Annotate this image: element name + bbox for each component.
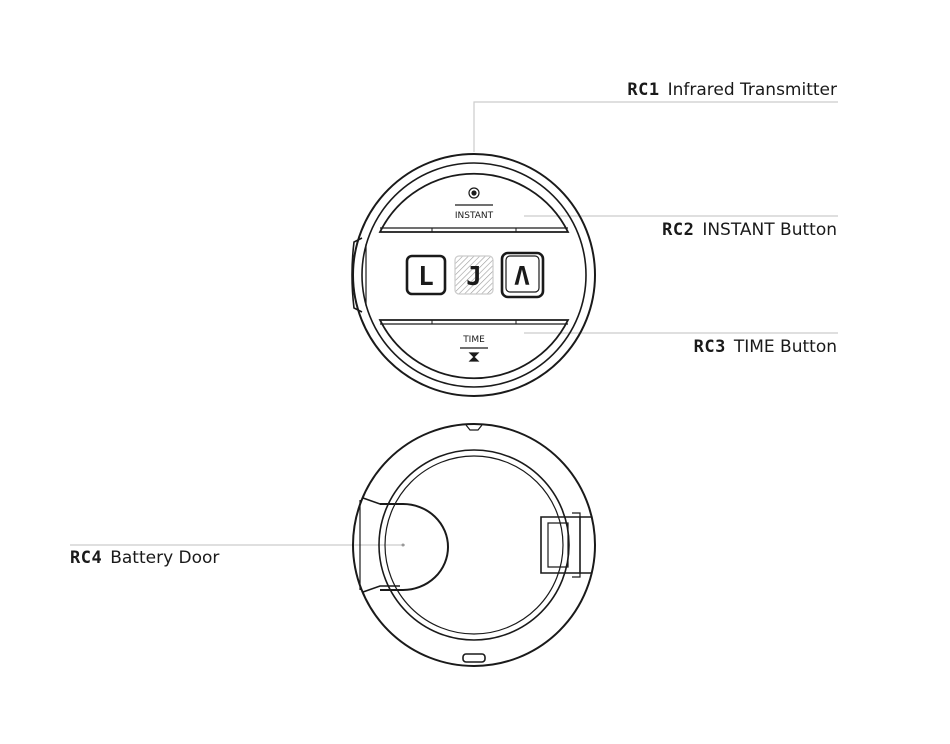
- callout-rc4-label: Battery Door: [110, 548, 220, 568]
- callout-rc1: RC1 Infrared Transmitter: [627, 80, 837, 100]
- callout-rc4-code: RC4: [70, 548, 103, 568]
- key-left[interactable]: [405, 254, 447, 296]
- remote-back-view: [352, 423, 596, 667]
- key-left-glyph: L: [418, 262, 434, 292]
- back-bottom-latch: [462, 653, 486, 663]
- key-right-outer[interactable]: [500, 251, 545, 299]
- front-outer-ring: [352, 153, 596, 397]
- callout-rc2-code: RC2: [662, 220, 695, 240]
- back-right-clip: [540, 512, 592, 578]
- instant-button[interactable]: [378, 172, 570, 233]
- callout-rc3: RC3 TIME Button: [694, 337, 837, 357]
- callout-rc1-code: RC1: [627, 80, 660, 100]
- time-button[interactable]: [378, 319, 570, 380]
- callout-rc2-label: INSTANT Button: [702, 220, 837, 240]
- key-middle-glyph: J: [466, 262, 482, 292]
- back-inner-ring-2: [384, 455, 564, 635]
- key-middle[interactable]: [454, 255, 494, 295]
- leader-lines: [70, 101, 838, 546]
- time-text: TIME: [462, 335, 485, 345]
- front-side-clip: [351, 237, 363, 313]
- key-right-inner: [505, 255, 540, 293]
- back-inner-ring-1: [378, 449, 570, 641]
- battery-door[interactable]: [380, 503, 449, 591]
- callout-rc3-code: RC3: [693, 337, 726, 357]
- callout-rc1-label: Infrared Transmitter: [667, 80, 837, 100]
- callout-rc2: RC2 INSTANT Button: [662, 220, 837, 240]
- callout-rc3-label: TIME Button: [733, 337, 837, 357]
- hourglass-icon: [460, 347, 488, 362]
- instant-text: INSTANT: [455, 211, 494, 221]
- leader-rc1: [473, 101, 838, 152]
- remote-front-view: [351, 153, 596, 397]
- back-outer-ring: [352, 423, 596, 667]
- front-inner-ring: [361, 162, 587, 388]
- infrared-icon: [455, 187, 493, 206]
- callout-rc4: RC4 Battery Door: [70, 548, 219, 568]
- key-right-glyph: Λ: [514, 262, 530, 292]
